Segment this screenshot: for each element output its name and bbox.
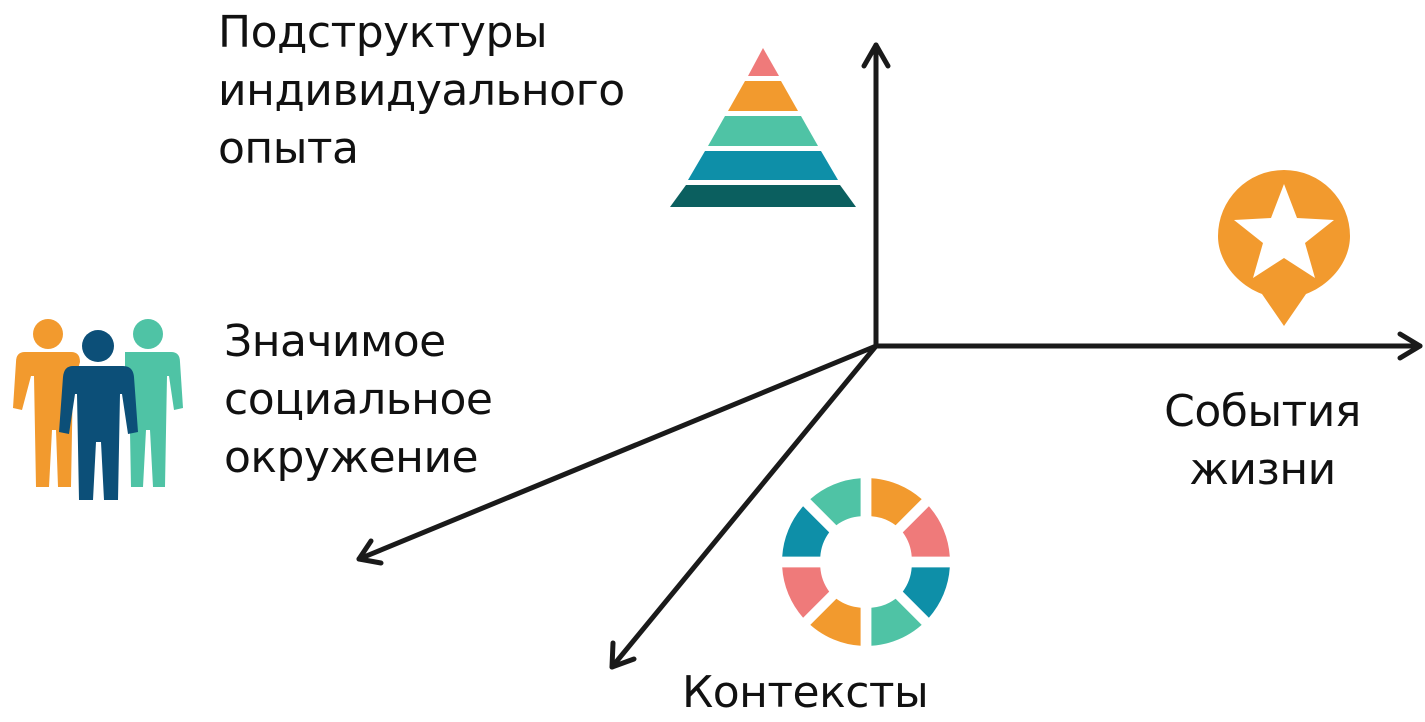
ring-segment-3: [902, 567, 950, 618]
pyramid-level-3: [708, 116, 818, 146]
label-line: События: [1164, 386, 1361, 437]
star-pin-icon: [1218, 170, 1350, 326]
ring-segment-8: [810, 478, 861, 526]
people-group-icon: [13, 319, 183, 500]
diagonal-down-axis-label: Контексты: [682, 664, 929, 722]
ring-segment-6: [782, 567, 830, 618]
label-line: жизни: [1189, 444, 1336, 495]
axes: [356, 42, 1423, 670]
diagonal-left-axis: [356, 343, 879, 562]
diagonal-left-axis-label: Значимое социальное окружение: [224, 313, 493, 487]
label-line: опыта: [218, 123, 359, 174]
horizontal-axis-label: События жизни: [1160, 383, 1365, 499]
person-navy: [59, 330, 138, 500]
ring-segment-7: [782, 506, 830, 557]
segmented-ring-icon: [782, 478, 950, 646]
ring-segment-4: [871, 598, 922, 646]
vertical-axis-label: Подструктуры индивидуального опыта: [218, 4, 625, 178]
label-line: Контексты: [682, 667, 929, 718]
star-icon: [1234, 184, 1334, 278]
person-green: [125, 319, 183, 487]
label-line: индивидуального: [218, 65, 625, 116]
pyramid-level-1: [748, 48, 779, 76]
pyramid-level-4: [688, 151, 838, 180]
label-line: окружение: [224, 432, 479, 483]
diagonal-down-axis: [609, 343, 879, 670]
ring-segment-5: [810, 598, 861, 646]
pyramid-level-5: [670, 185, 856, 207]
pyramid-icon: [670, 48, 856, 207]
label-line: социальное: [224, 374, 493, 425]
diagonal-left-axis-arrowhead: [356, 538, 384, 566]
diagonal-down-axis-arrowhead: [609, 640, 637, 670]
label-line: Подструктуры: [218, 7, 548, 58]
pyramid-level-2: [728, 81, 798, 111]
ring-segment-1: [871, 478, 922, 526]
vertical-axis-arrowhead: [861, 42, 891, 69]
horizontal-axis-arrowhead: [1397, 331, 1423, 361]
ring-segment-2: [902, 506, 950, 557]
label-line: Значимое: [224, 316, 446, 367]
